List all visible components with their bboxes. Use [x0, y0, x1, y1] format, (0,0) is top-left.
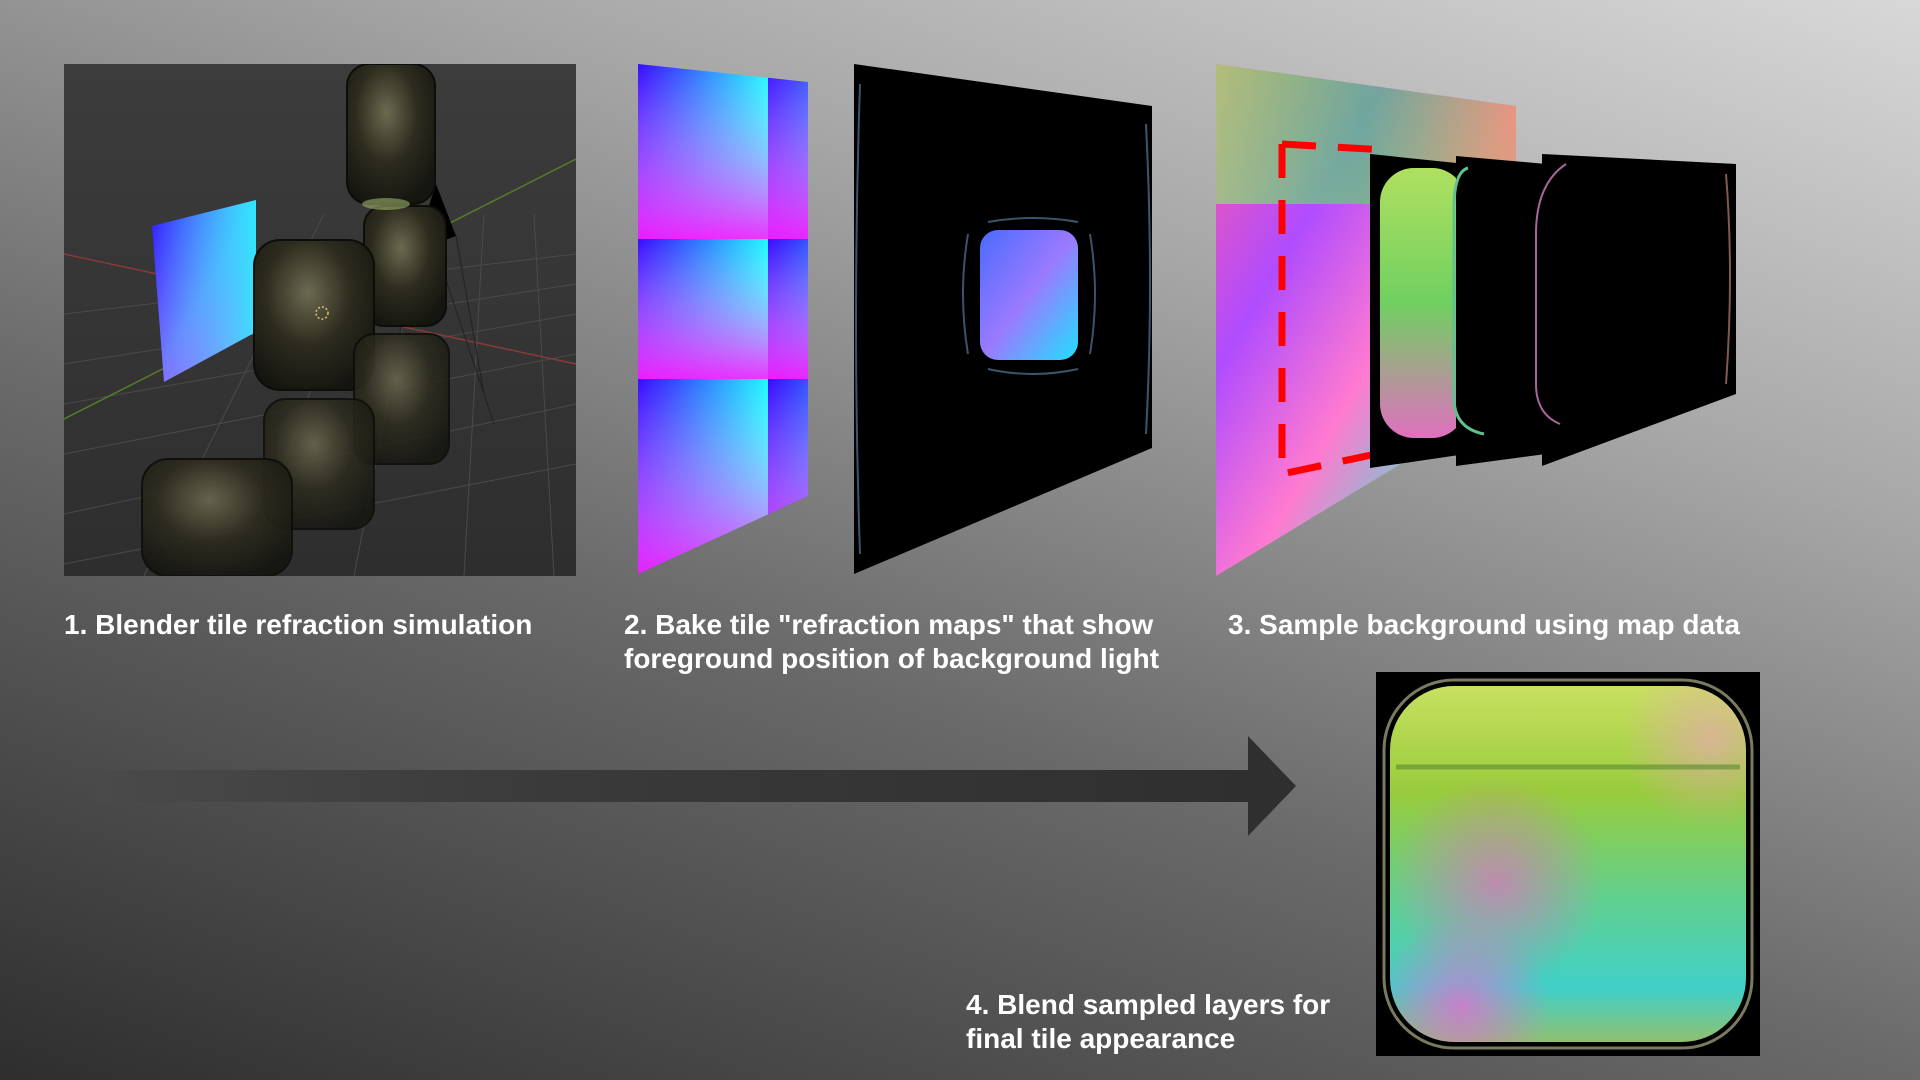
sampled-layer-3: [1542, 154, 1736, 466]
sample-background-panel: [1216, 64, 1736, 576]
step-3-caption: 3. Sample background using map data: [1228, 608, 1740, 642]
step-2-label: Bake tile "refraction maps" that show: [655, 609, 1154, 640]
step-3-label: Sample background using map data: [1259, 609, 1740, 640]
flow-arrow-icon: [96, 736, 1296, 836]
uv-background-grid: [638, 64, 808, 574]
step-1-label: Blender tile refraction simulation: [95, 609, 533, 640]
sampled-layer-2: [1456, 156, 1546, 466]
step-2-caption: 2. Bake tile "refraction maps" that show…: [624, 608, 1159, 676]
flow-arrow: [96, 736, 1296, 836]
step-1-caption: 1. Blender tile refraction simulation: [64, 608, 532, 642]
refracted-tile-center: [980, 230, 1078, 360]
step-1-number: 1.: [64, 609, 88, 640]
refraction-maps-panel: [638, 64, 1154, 576]
final-tile-panel: [1376, 672, 1760, 1056]
step-4-label-line-2: final tile appearance: [966, 1023, 1236, 1054]
step-4-label: Blend sampled layers for: [997, 989, 1331, 1020]
step-4-number: 4.: [966, 989, 990, 1020]
step-2-number: 2.: [624, 609, 648, 640]
final-tile-render: [1376, 672, 1760, 1056]
step-4-caption: 4. Blend sampled layers for final tile a…: [966, 988, 1330, 1056]
blender-viewport-render: [64, 64, 576, 576]
step-4-line-1: 4. Blend sampled layers for: [966, 988, 1330, 1022]
step-2-line-1: 2. Bake tile "refraction maps" that show: [624, 608, 1159, 642]
step-2-label-line-2: foreground position of background light: [624, 643, 1160, 674]
blender-viewport-panel: [64, 64, 576, 576]
refraction-map-plane: [638, 64, 1152, 574]
step-3-number: 3.: [1228, 609, 1252, 640]
sample-region-outline: [1278, 140, 1387, 479]
sampled-background-plane: [1216, 64, 1736, 576]
